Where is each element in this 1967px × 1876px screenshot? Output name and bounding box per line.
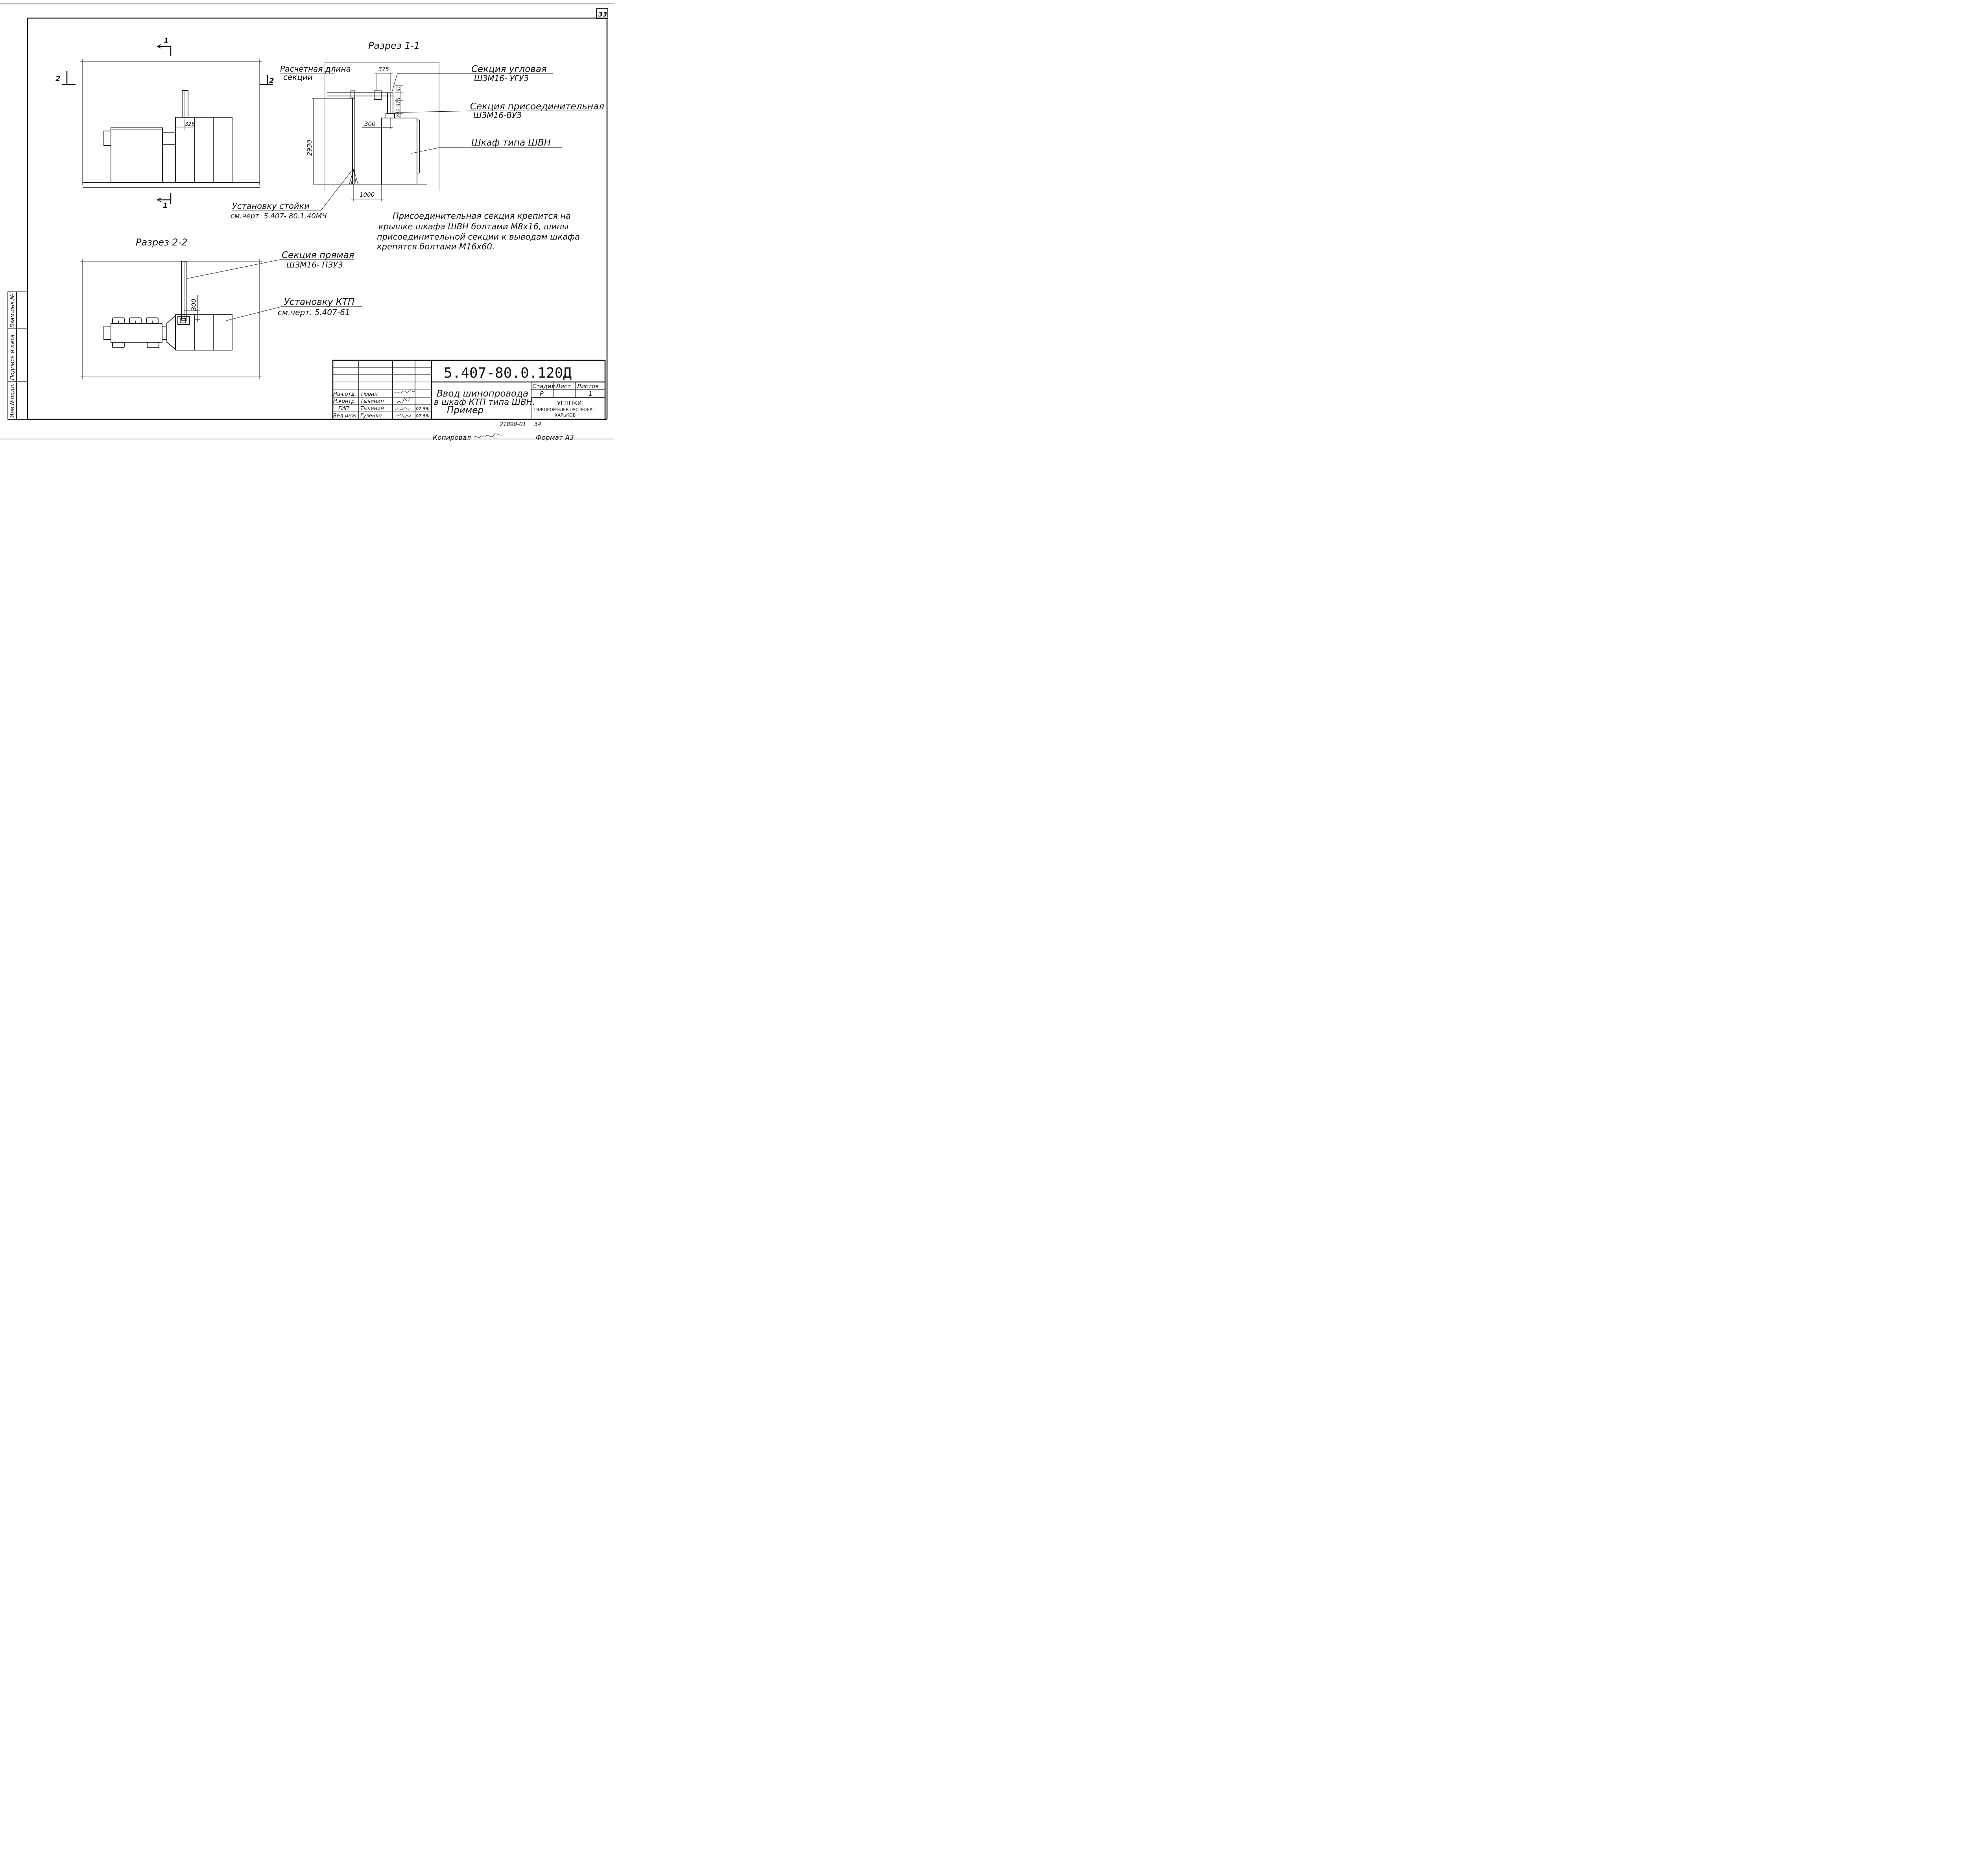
cut-label-2-right: 2 [269,77,274,85]
ktp-install-title: Установку КТП [284,297,354,307]
sheets-value: 1 [589,390,592,397]
stage-header: Стадия [532,383,555,390]
title-line1: Ввод шинопровода [437,389,528,399]
cut-marker-1-bottom [156,193,172,204]
sheet-format: Формат А3 [536,434,574,442]
cut-label-2-left: 2 [55,75,61,83]
signatures [394,390,415,418]
org-line3: ХАРЬКОВ [555,413,576,418]
copied-by-signature [474,433,502,438]
note-line1: Присоединительная секция крепится на [393,211,571,221]
s11-dim-375-side: 375 [396,98,401,107]
archive-page: 34 [534,421,541,428]
sheets-header: Листов [576,383,599,390]
s11-dim-2930: 2930 [306,140,313,156]
side-stamp [7,291,28,420]
straight-section-title: Секция прямая [282,250,354,260]
side-stamp-sign-date: Подпись и дата [9,334,16,380]
staff-date-3: 07.86г [416,406,430,411]
rack-install-title: Установку стойки [232,201,310,211]
connecting-section-code: ШЗМ16-ВУЗ [473,111,522,120]
org-line2: ТЯЖПРОМЭЛЕКТРОПРОЕКТ [533,407,595,412]
stage-value: Р [540,390,544,397]
sheet-number: 33 [598,11,607,18]
cut-marker-2-left [62,71,76,85]
section-1-1-leaders [232,73,592,211]
note-line4: крепятся болтами М16х60. [377,242,495,251]
s22-dim-300: 300 [190,299,197,311]
cut-marker-1-top [156,44,172,56]
staff-role-2: Н.контр. [333,398,356,404]
s11-dim-345: 345 [396,109,401,118]
title-block-grid [332,360,606,420]
corner-section-title: Секция угловая [471,64,547,74]
side-stamp-swap-inv: Взам.инв.№ [9,294,16,328]
calc-length-line2: секции [283,72,313,82]
section-2-2-title: Разрез 2-2 [136,237,188,248]
plan-dim-325: 325 [185,122,195,127]
note-line3: присоединительной секции к выводам шкафа [377,232,580,242]
staff-role-4: Вед.инж. [333,413,358,419]
s11-dim-1000: 1000 [360,191,375,198]
staff-name-4: Гузенко [360,413,382,419]
ktp-install-ref: см.черт. 5.407-61 [278,308,350,317]
cut-label-1-bottom: 1 [163,201,168,210]
staff-name-1: Тюрин [360,391,378,397]
section-2-2-leaders [187,259,362,321]
section-1-1-view [312,62,439,201]
calc-length-line1: Расчетная длина [280,64,351,74]
sheet-header: Лист [555,383,571,390]
title-line2: в шкаф КТП типа ШВН. [434,397,535,407]
s11-dim-61: 61 [396,86,401,92]
section-2-2-view [80,259,262,379]
cut-label-1-top: 1 [164,37,169,45]
cabinet-type-label: Шкаф типа ШВН [471,138,551,148]
doc-code: 5.407-80.0.120Д [444,365,572,381]
side-stamp-inv-no: Инв.№подл. [9,383,16,418]
copied-by: Копировал [433,434,471,442]
cut-marker-2-right [260,75,273,85]
drawing-sheet: 33 Инв.№подл. Подпись и дата Взам.инв.№ … [0,3,614,442]
archive-number: 21890-01 [500,421,526,428]
s11-dim-375-top: 375 [378,66,389,73]
note-line2: крышке шкафа ШВН болтами М8х16, шины [378,222,568,231]
staff-date-4: 07.86г [416,413,430,419]
section-1-1-title: Разрез 1-1 [368,40,420,51]
staff-role-3: ГИП [338,406,349,412]
straight-section-code: ШЗМ16- ПЗУЗ [286,260,343,269]
org-line1: УГППКИ [557,400,582,407]
staff-role-1: Нач.отд. [333,391,356,397]
plan-view [80,59,262,188]
staff-name-3: Тычинин [360,406,384,412]
title-line3: Пример [447,405,483,415]
connecting-section-title: Секция присоединительная [470,101,604,112]
staff-name-2: Тычинин [360,398,384,404]
rack-install-ref: см.черт. 5.407- 80.1.40МЧ [231,212,327,220]
s11-dim-300: 300 [364,120,376,127]
corner-section-code: ШЗМ16- УГУЗ [474,74,529,83]
